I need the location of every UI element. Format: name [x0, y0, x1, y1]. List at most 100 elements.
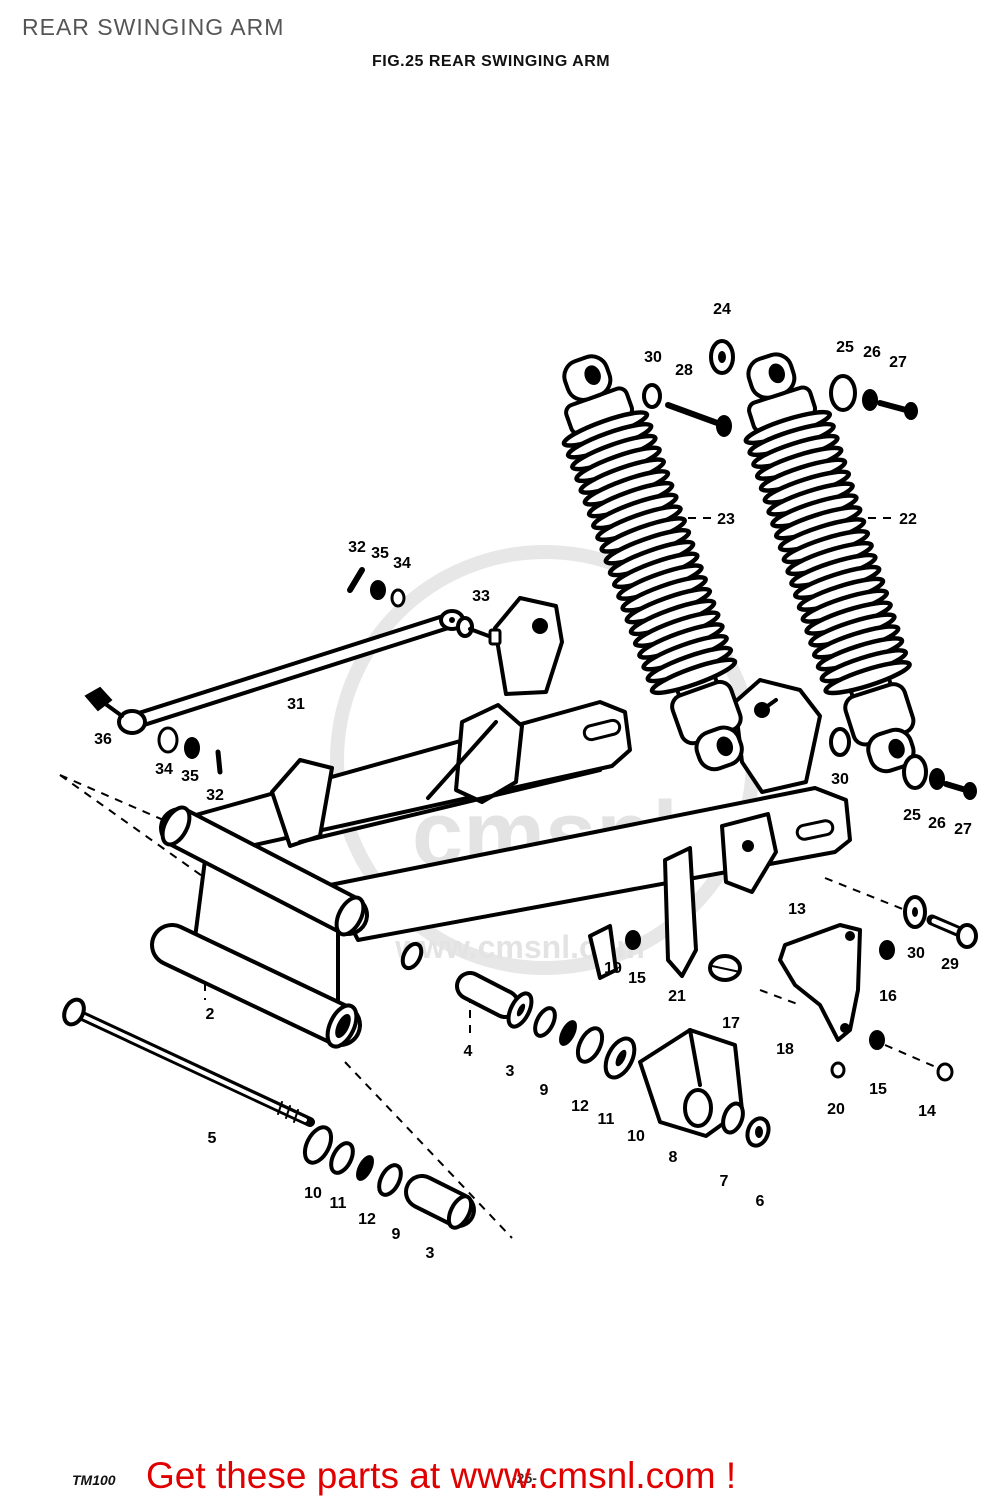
chain-guide-8-edge	[688, 1028, 702, 1087]
pivot-axle-stack-right	[400, 941, 771, 1148]
swing-arm-near-side	[328, 678, 852, 942]
spring-coil	[823, 659, 912, 696]
callout-22: 22	[899, 511, 917, 528]
shaft-thread	[277, 1101, 283, 1115]
washer-26-bottom	[929, 768, 945, 790]
callout-24: 24	[713, 301, 731, 318]
assembly-line	[759, 989, 801, 1006]
cotter-pin-32-upper	[347, 567, 365, 593]
callout-2: 2	[206, 1006, 215, 1023]
callout-12: 12	[358, 1211, 376, 1228]
near-arm-adjuster-bracket	[720, 812, 778, 894]
washer-34-lower	[157, 726, 179, 754]
callout-34: 34	[155, 761, 173, 778]
callout-23: 23	[717, 511, 735, 528]
torque-rod-front-eye-hole	[449, 617, 455, 623]
washer-10-hole	[615, 1049, 627, 1067]
upper-tube-end	[160, 805, 192, 847]
assembly-line	[344, 1061, 513, 1239]
bolt-16	[879, 940, 895, 960]
torque-rod-assembly	[84, 567, 502, 775]
washer-35-upper	[370, 580, 386, 600]
callout-8: 8	[669, 1149, 678, 1166]
callout-26: 26	[928, 815, 946, 832]
callout-19: 19	[604, 960, 622, 977]
callout-25: 25	[903, 807, 921, 824]
nut-14	[936, 1062, 954, 1082]
adjuster-bracket-hole	[742, 840, 754, 852]
callout-35: 35	[181, 768, 199, 785]
callout-31: 31	[287, 696, 305, 713]
callout-26: 26	[863, 344, 881, 361]
callout-3: 3	[426, 1245, 435, 1262]
callout-9: 9	[540, 1082, 549, 1099]
bolt-29	[931, 918, 963, 935]
washer-26-top	[862, 389, 878, 411]
swing-arm-upper-tube	[159, 805, 369, 937]
callout-32: 32	[348, 539, 366, 556]
callout-4: 4	[464, 1043, 473, 1060]
pivot-shaft-5	[76, 1012, 307, 1122]
bolt-27-top-head	[904, 402, 918, 420]
assembly-line	[59, 774, 169, 823]
model-code: TM100	[72, 1472, 116, 1488]
callout-6: 6	[756, 1193, 765, 1210]
callout-11: 11	[330, 1195, 347, 1212]
bolt-15-lower	[869, 1030, 885, 1050]
swing-arm-inner-bracket	[270, 758, 334, 848]
part-callouts: 24 30 28 25 26 27 23 22 32 35 34 33 31 3…	[94, 301, 972, 1262]
shock-absorber-22	[743, 352, 916, 774]
callout-7: 7	[720, 1173, 729, 1190]
washer-35-lower	[184, 737, 200, 759]
washer-10-left	[302, 1125, 334, 1165]
callout-28: 28	[675, 362, 693, 379]
callout-10: 10	[304, 1185, 322, 1202]
far-shock-mount-hole	[532, 618, 548, 634]
shock-23-bottom-eye-hole	[716, 736, 734, 757]
pivot-tube-lower	[154, 927, 358, 1043]
bolt-28-head	[716, 415, 732, 437]
bracket-19	[588, 924, 618, 980]
upper-tube	[163, 811, 365, 932]
pivot-shaft-assembly-left	[62, 997, 476, 1230]
pivot-tube-lower-bore	[335, 1013, 351, 1039]
chain-guide-hook	[426, 720, 498, 800]
washer-25-bottom	[902, 754, 928, 790]
bracket-21	[663, 846, 698, 978]
washer-30-arm-hole	[912, 907, 918, 917]
far-arm-axle-slot	[582, 718, 622, 742]
near-shock-mount-stud	[760, 698, 778, 712]
spacer-12	[559, 1020, 577, 1046]
callout-21: 21	[668, 988, 686, 1005]
bearing-9-left	[377, 1163, 403, 1197]
bolt-33-head	[456, 616, 474, 638]
bolt-36-shank	[98, 698, 124, 718]
callout-17: 17	[722, 1015, 740, 1032]
washer-3-hole	[516, 1003, 526, 1017]
callout-15: 15	[628, 970, 646, 987]
bolt-29-head	[956, 923, 978, 949]
pivot-shaft-5-head	[62, 997, 86, 1027]
callout-33: 33	[472, 588, 490, 605]
callout-30: 30	[907, 945, 925, 962]
bearing-9	[533, 1006, 557, 1038]
assembly-line	[884, 1044, 939, 1069]
callout-30: 30	[831, 771, 849, 788]
spring-coil	[649, 657, 738, 696]
bolt-27-bottom-head	[963, 782, 977, 800]
promo-link[interactable]: Get these parts at www.cmsnl.com !	[146, 1455, 737, 1496]
adjuster-arm-13	[778, 923, 862, 1042]
bolt-15-upper	[625, 930, 641, 950]
assembly-line	[824, 877, 906, 911]
callout-16: 16	[879, 988, 897, 1005]
callout-36: 36	[94, 731, 112, 748]
shaft-thread	[293, 1109, 299, 1123]
adjuster-arm-13-hole	[840, 1023, 850, 1033]
shock-mount-hardware	[642, 339, 977, 800]
callout-11: 11	[598, 1111, 615, 1128]
callout-30: 30	[644, 349, 662, 366]
washer-25-top	[829, 374, 857, 412]
callout-35: 35	[371, 545, 389, 562]
cotter-pin-32-lower	[215, 749, 223, 775]
